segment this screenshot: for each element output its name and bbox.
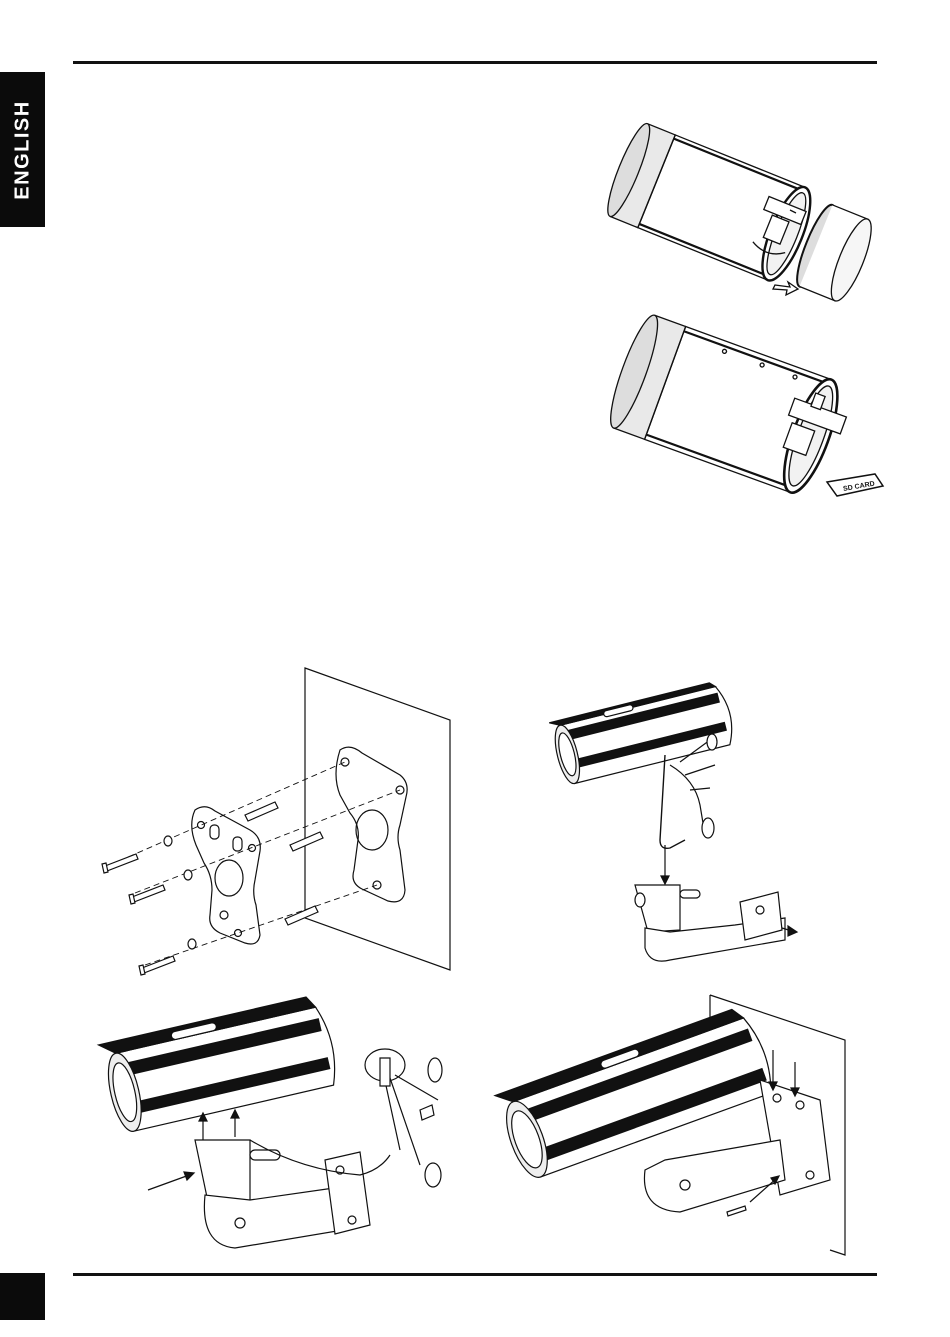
language-tab: ENGLISH <box>0 72 45 227</box>
language-label: ENGLISH <box>11 100 34 199</box>
camera-wall-mounted-illustration <box>495 990 860 1260</box>
camera-open-back-cap-illustration <box>610 125 885 300</box>
footer-rule <box>73 1273 877 1276</box>
camera-cable-bracket-illustration <box>550 670 810 975</box>
camera-sd-card-insert-illustration: SD CARD <box>615 322 895 507</box>
camera-bracket-assembly-illustration <box>100 990 460 1260</box>
page-number-box <box>0 1273 45 1320</box>
header-rule <box>73 61 877 64</box>
sd-card: SD CARD <box>827 474 883 496</box>
wall-mount-exploded-illustration <box>100 665 460 975</box>
